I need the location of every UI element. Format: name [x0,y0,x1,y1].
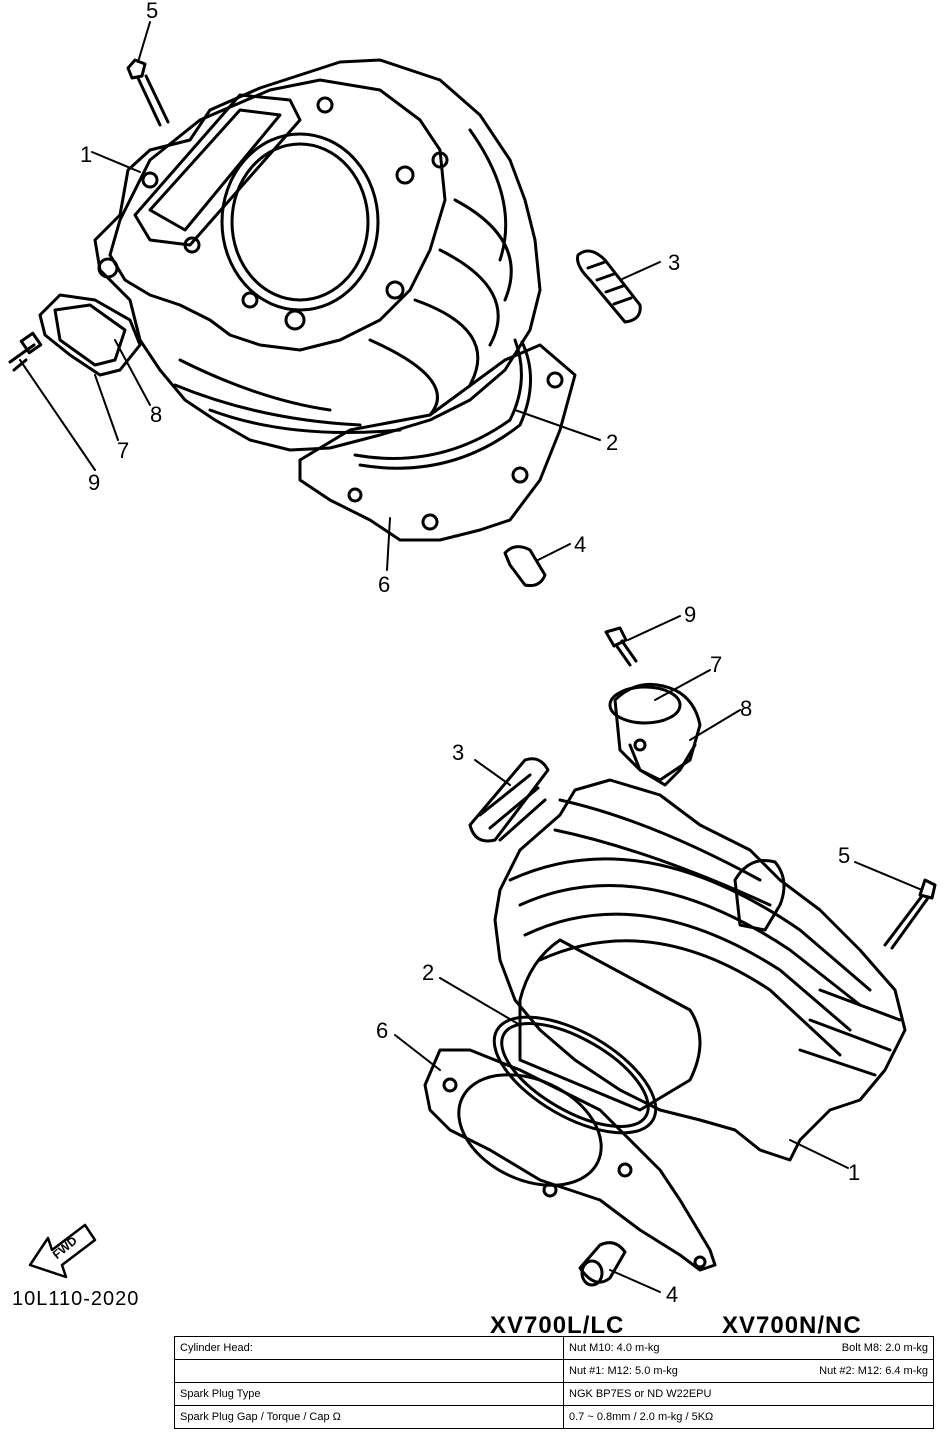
callout-number: 8 [150,402,162,427]
bottom-cylinder [423,626,937,1287]
torque-cell: Nut #1: M12: 5.0 m-kg Nut #2: M12: 6.4 m… [563,1359,934,1383]
model-label-n: XV700N/NC [722,1312,862,1339]
callout-number: 2 [422,960,434,985]
callout-number: 9 [88,470,100,495]
torque-nut-m10: Nut M10: 4.0 m-kg [569,1342,660,1354]
callout-number: 8 [740,696,752,721]
spark-plug-type-label: Spark Plug Type [174,1382,564,1406]
empty-cell [174,1359,564,1383]
table-row: Nut #1: M12: 5.0 m-kg Nut #2: M12: 6.4 m… [174,1359,934,1383]
top-cylinder [8,58,642,587]
callouts-bottom: 9 7 8 3 5 2 6 1 4 [376,602,860,1307]
spark-plug-type-value: NGK BP7ES or ND W22EPU [563,1382,934,1406]
spark-plug-gap-label: Spark Plug Gap / Torque / Cap Ω [174,1405,564,1429]
callout-number: 1 [848,1160,860,1185]
torque-bolt-m8: Bolt M8: 2.0 m-kg [841,1342,928,1354]
table-row: Cylinder Head: Nut M10: 4.0 m-kg Bolt M8… [174,1336,934,1360]
torque-nut-1: Nut #1: M12: 5.0 m-kg [569,1365,678,1377]
callout-number: 2 [606,430,618,455]
callout-number: 1 [80,142,92,167]
callout-number: 5 [146,0,158,23]
callout-number: 7 [710,652,722,677]
callout-number: 6 [378,572,390,597]
forward-arrow-label: FWD [50,1233,80,1262]
callouts-top: 5 1 3 2 4 6 8 7 9 [80,0,680,597]
callout-number: 3 [452,740,464,765]
callout-number: 7 [117,438,129,463]
part-code: 10L110-2020 [12,1288,140,1310]
model-label-l: XV700L/LC [490,1312,625,1339]
torque-cell: Nut M10: 4.0 m-kg Bolt M8: 2.0 m-kg [563,1336,934,1360]
callout-number: 3 [668,250,680,275]
spark-plug-gap-value: 0.7 ~ 0.8mm / 2.0 m-kg / 5KΩ [563,1405,934,1429]
forward-arrow-icon [28,1223,97,1279]
callout-number: 5 [838,843,850,868]
table-row: Spark Plug Type NGK BP7ES or ND W22EPU [174,1382,934,1406]
callout-number: 6 [376,1018,388,1043]
callout-number: 9 [684,602,696,627]
torque-nut-2: Nut #2: M12: 6.4 m-kg [819,1365,928,1377]
spec-table: Cylinder Head: Nut M10: 4.0 m-kg Bolt M8… [174,1336,934,1429]
callout-number: 4 [574,532,586,557]
callout-number: 4 [666,1282,678,1307]
leader-lines [19,21,923,1293]
cylinder-head-label: Cylinder Head: [174,1336,564,1360]
table-row: Spark Plug Gap / Torque / Cap Ω 0.7 ~ 0.… [174,1405,934,1429]
